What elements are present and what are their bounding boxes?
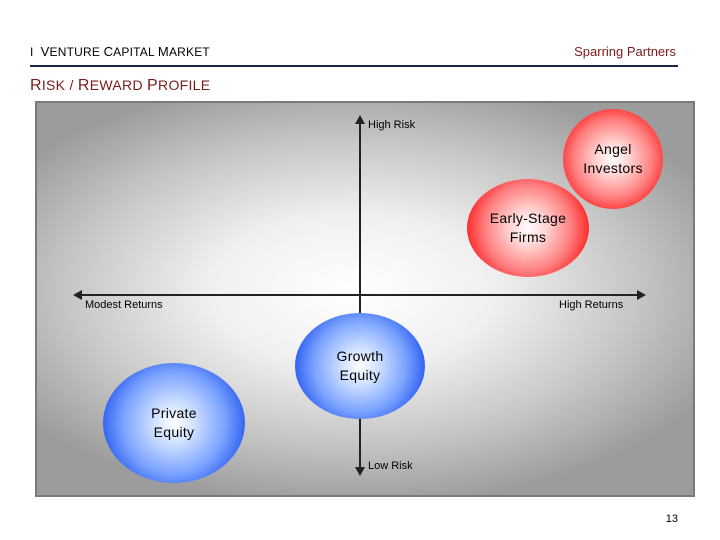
arrow-left-icon xyxy=(73,290,82,300)
arrow-up-icon xyxy=(355,115,365,124)
arrow-down-icon xyxy=(355,467,365,476)
slide-title-cap-1: R xyxy=(30,77,42,94)
bubble-private-equity: Private Equity xyxy=(103,363,245,483)
arrow-right-icon xyxy=(637,290,646,300)
section-title-cap-2: C xyxy=(103,44,114,59)
slide-title-rest-1: ISK / xyxy=(41,77,78,93)
section-title-rest-2: APITAL xyxy=(113,45,158,59)
bubble-early-stage-firms: Early-Stage Firms xyxy=(467,179,589,277)
slide-title-cap-3: P xyxy=(147,77,159,94)
section-title-cap-1: V xyxy=(40,44,50,59)
risk-reward-diagram: High Risk Low Risk Modest Returns High R… xyxy=(35,101,695,497)
risk-axis xyxy=(359,121,361,471)
axis-label-high-returns: High Returns xyxy=(559,299,624,311)
section-header: I VENTURE CAPITAL MARKET xyxy=(30,44,210,59)
bubble-angel-investors: Angel Investors xyxy=(563,109,663,209)
axis-label-high-risk: High Risk xyxy=(368,119,416,131)
slide-title: RISK / REWARD PROFILE xyxy=(30,77,210,95)
company-name: Sparring Partners xyxy=(574,44,676,59)
axis-label-modest-returns: Modest Returns xyxy=(85,299,163,311)
section-title-rest-3: ARKET xyxy=(168,45,210,59)
slide-title-rest-2: EWARD xyxy=(89,77,148,93)
axis-label-low-risk: Low Risk xyxy=(368,460,413,472)
section-prefix: I xyxy=(30,45,34,59)
slide-title-cap-2: R xyxy=(77,77,90,94)
section-title-cap-3: M xyxy=(157,44,169,59)
section-title-rest-1: ENTURE xyxy=(49,45,104,59)
page-number: 13 xyxy=(665,513,678,525)
slide-title-rest-3: ROFILE xyxy=(158,77,211,93)
bubble-growth-equity: Growth Equity xyxy=(295,313,425,419)
returns-axis xyxy=(79,294,639,296)
header-divider xyxy=(30,65,678,67)
